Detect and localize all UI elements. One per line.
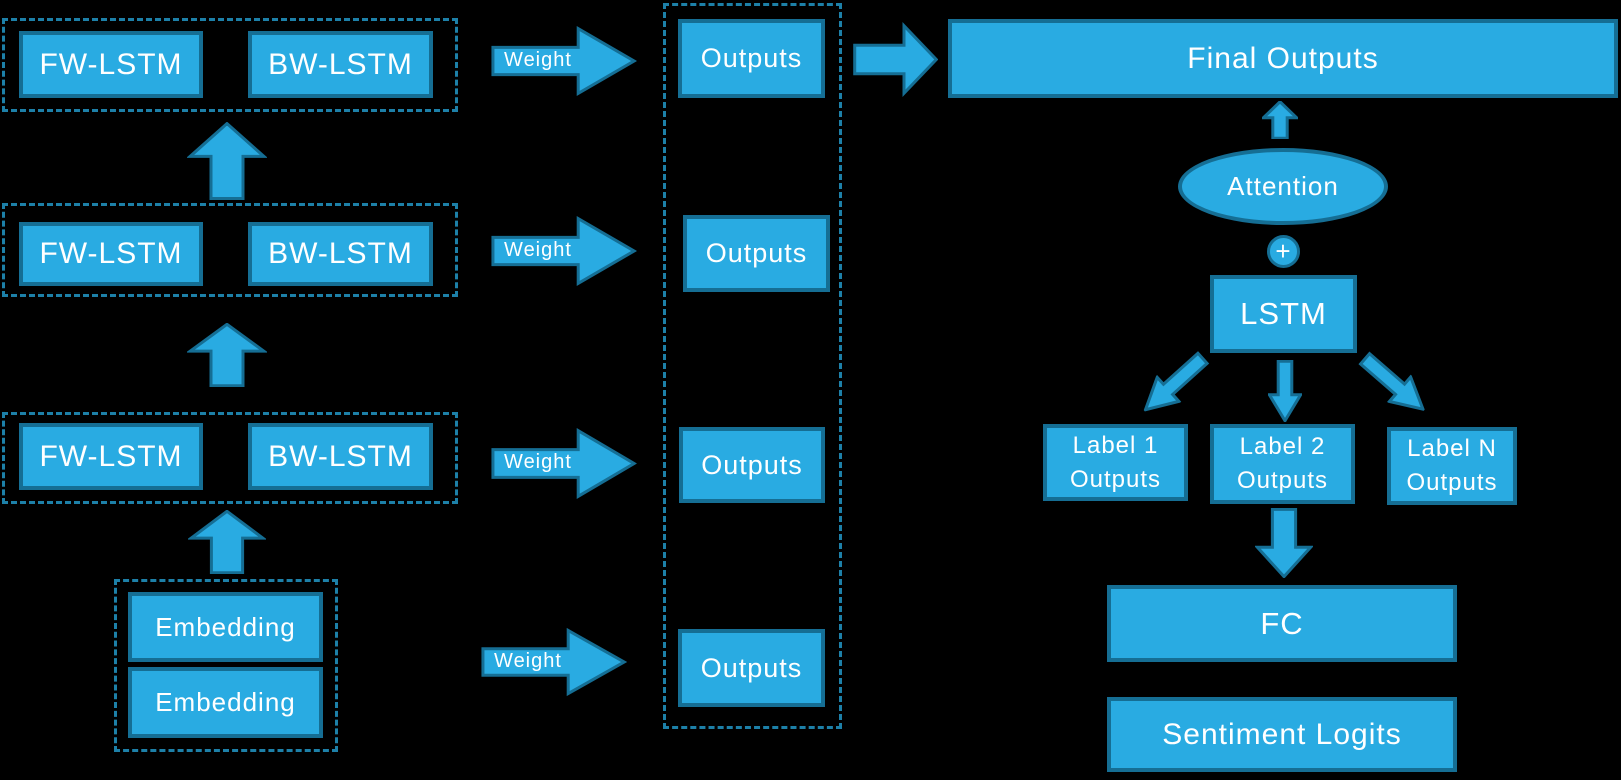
weight-arrow-label: Weight [504, 49, 572, 71]
weight-arrow-label: Weight [504, 239, 572, 261]
fc-label: FC [1260, 605, 1304, 641]
outputs-box-1: Outputs [678, 19, 825, 98]
outputs-label: Outputs [700, 43, 803, 73]
outputs-box-4: Outputs [678, 629, 825, 707]
label1-outputs-box: Label 1 Outputs [1043, 424, 1188, 501]
labelN-line2: Outputs [1406, 469, 1498, 496]
bw-lstm-box-layer1: BW-LSTM [248, 423, 433, 490]
sentiment-logits-box: Sentiment Logits [1107, 697, 1457, 772]
embedding-label: Embedding [155, 687, 296, 717]
fw-lstm-label: FW-LSTM [39, 439, 183, 473]
fw-lstm-box-layer2: FW-LSTM [19, 222, 203, 286]
embedding-label: Embedding [155, 611, 296, 642]
label1-line2: Outputs [1069, 465, 1162, 493]
embedding-group [114, 579, 338, 752]
labelN-line1: Label N [1407, 435, 1497, 462]
final-outputs-box: Final Outputs [948, 19, 1618, 98]
down-arrow-labels-to-fc [1255, 508, 1313, 578]
attention-ellipse: Attention [1178, 148, 1388, 225]
label2-line1: Label 2 [1239, 433, 1326, 460]
bilstm-layer-1-group [2, 412, 458, 504]
outputs-group [663, 3, 842, 729]
label1-line1: Label 1 [1072, 431, 1159, 459]
right-arrow-outputs-to-final [853, 22, 938, 97]
bw-lstm-label: BW-LSTM [268, 47, 413, 81]
bw-lstm-box-layer2: BW-LSTM [248, 222, 433, 286]
outputs-label: Outputs [705, 238, 808, 268]
embedding-box-2: Embedding [128, 667, 323, 738]
lstm-label: LSTM [1240, 296, 1327, 331]
diagonal-arrow-lstm-to-label1 [1132, 344, 1216, 424]
outputs-box-3: Outputs [679, 427, 825, 503]
bw-lstm-label: BW-LSTM [268, 237, 413, 270]
bw-lstm-label: BW-LSTM [268, 439, 413, 473]
fw-lstm-box-layer3: FW-LSTM [19, 31, 203, 98]
plus-circle: + [1267, 235, 1300, 268]
label2-line2: Outputs [1236, 467, 1329, 494]
outputs-box-2: Outputs [683, 215, 830, 292]
attention-label: Attention [1227, 171, 1339, 201]
lstm-box: LSTM [1210, 275, 1357, 353]
up-arrow-attention-to-final [1262, 101, 1298, 139]
bilstm-layer-2-group [2, 203, 458, 297]
embedding-box-1: Embedding [128, 592, 323, 662]
diagonal-arrow-lstm-to-labelN [1352, 344, 1436, 424]
plus-icon: + [1275, 236, 1292, 266]
fw-lstm-box-layer1: FW-LSTM [19, 423, 203, 490]
sentiment-logits-label: Sentiment Logits [1162, 717, 1402, 751]
fw-lstm-label: FW-LSTM [39, 237, 183, 270]
weight-arrow-label: Weight [494, 650, 562, 672]
bilstm-layer-3-group [2, 18, 458, 112]
up-arrow-layer1-to-layer2 [187, 323, 267, 387]
bw-lstm-box-layer3: BW-LSTM [248, 31, 433, 98]
outputs-label: Outputs [700, 652, 803, 683]
final-outputs-label: Final Outputs [1187, 41, 1379, 75]
outputs-label: Outputs [701, 449, 803, 480]
up-arrow-layer2-to-layer3 [187, 122, 267, 200]
label2-outputs-box: Label 2 Outputs [1210, 424, 1355, 504]
weight-arrow-label: Weight [504, 451, 572, 473]
fw-lstm-label: FW-LSTM [39, 47, 183, 81]
down-arrow-lstm-to-label2 [1268, 360, 1302, 422]
up-arrow-embedding-to-layer1 [188, 510, 266, 574]
fc-box: FC [1107, 585, 1457, 662]
labelN-outputs-box: Label N Outputs [1387, 427, 1517, 505]
